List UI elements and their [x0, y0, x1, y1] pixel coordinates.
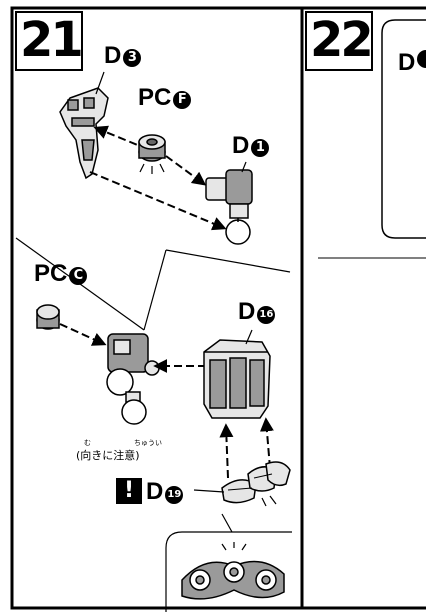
d1-leader-line: [241, 161, 247, 173]
panel-frame-step-22: [300, 6, 426, 610]
part-pcf-polycap: [138, 134, 166, 162]
label-d3-number: 3: [123, 49, 142, 67]
label-d1-number: 1: [251, 139, 270, 157]
label-d16-letter: D: [238, 298, 256, 325]
arrow-pcc-assembly: [59, 323, 107, 346]
label-step22-d: D: [398, 50, 426, 75]
callout-line-right: [143, 249, 167, 331]
part-pcc-polycap: [36, 304, 60, 330]
label-pcf-number: F: [173, 91, 192, 109]
label-d19-letter: D: [146, 478, 164, 505]
label-pcf-letter: PC: [138, 84, 172, 111]
warning-icon: !: [116, 478, 142, 504]
arrow-d19-d16-left: [219, 423, 234, 479]
label-pcc-letter: PC: [34, 260, 68, 287]
step-21-number: 21: [20, 12, 84, 68]
label-d3-letter: D: [104, 42, 122, 69]
arrow-d3-pcf: [93, 125, 141, 147]
orientation-note: (向きに注意): [76, 449, 140, 462]
label-d19-number: 19: [165, 486, 184, 504]
d19-leader-line: [193, 489, 225, 493]
arrow-d3-d1: [89, 171, 227, 231]
step-22-number: 22: [310, 12, 374, 68]
part-assembled-joint: [106, 333, 160, 425]
label-step22-d-letter: D: [398, 49, 416, 76]
part-d16-armor: [203, 339, 271, 419]
d19-direction-marks: [261, 495, 277, 507]
step-21-number-box: [15, 11, 83, 71]
step-22-callout-box: [381, 19, 426, 239]
detail-direction-marks: [221, 542, 247, 551]
label-d1-letter: D: [232, 132, 250, 159]
arrow-pcf-d1: [165, 155, 207, 186]
part-d3-shoulder-bracket: [59, 87, 109, 180]
d16-leader-line: [245, 329, 253, 345]
note-ruby-1: む: [84, 439, 91, 447]
part-d19-clip: [221, 461, 291, 504]
part-d1-joint: [205, 169, 253, 245]
label-d16-number: 16: [257, 306, 276, 324]
d19-detail-callout: [165, 513, 292, 612]
label-pcc-number: C: [69, 267, 88, 285]
d19-detail-view: [181, 560, 285, 600]
pcf-direction-marks: [139, 163, 165, 174]
step-22-number-box: [305, 11, 373, 71]
arrow-d19-d16-right: [259, 417, 274, 469]
callout-line-top: [165, 249, 291, 273]
note-ruby-2: ちゅうい: [134, 439, 162, 447]
d3-leader-line: [95, 71, 105, 95]
label-step22-d-number: [417, 50, 426, 68]
